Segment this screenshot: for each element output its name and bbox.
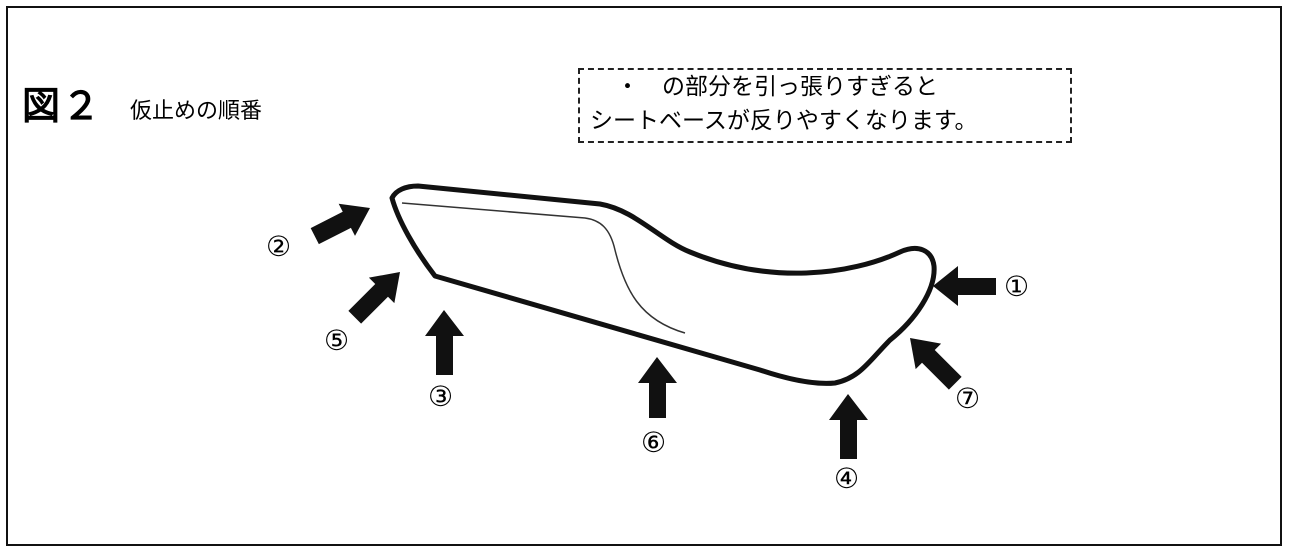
figure-label: 図２ (22, 84, 103, 128)
marker-6: ⑥ (641, 426, 667, 459)
seat-outline (389, 183, 937, 386)
marker-7: ⑦ (955, 382, 981, 415)
arrow-4 (829, 394, 868, 459)
marker-1: ① (1004, 270, 1030, 303)
note-line-2: シートベースが反りやすくなります。 (590, 108, 978, 134)
arrow-3 (425, 310, 464, 375)
note-line-1: ・ の部分を引っ張りすぎると (616, 74, 938, 100)
seat-seam (401, 202, 686, 334)
note-box (578, 68, 1072, 143)
arrow-2 (310, 203, 370, 245)
arrow-1 (933, 266, 996, 306)
marker-3: ③ (428, 380, 454, 413)
arrow-5 (348, 272, 400, 324)
arrow-7 (910, 338, 962, 390)
figure-subtitle: 仮止めの順番 (130, 99, 263, 124)
arrow-6 (638, 357, 677, 418)
marker-2: ② (266, 230, 292, 263)
marker-5: ⑤ (324, 324, 350, 357)
seat-diagram (310, 183, 996, 459)
marker-4: ④ (834, 462, 860, 495)
